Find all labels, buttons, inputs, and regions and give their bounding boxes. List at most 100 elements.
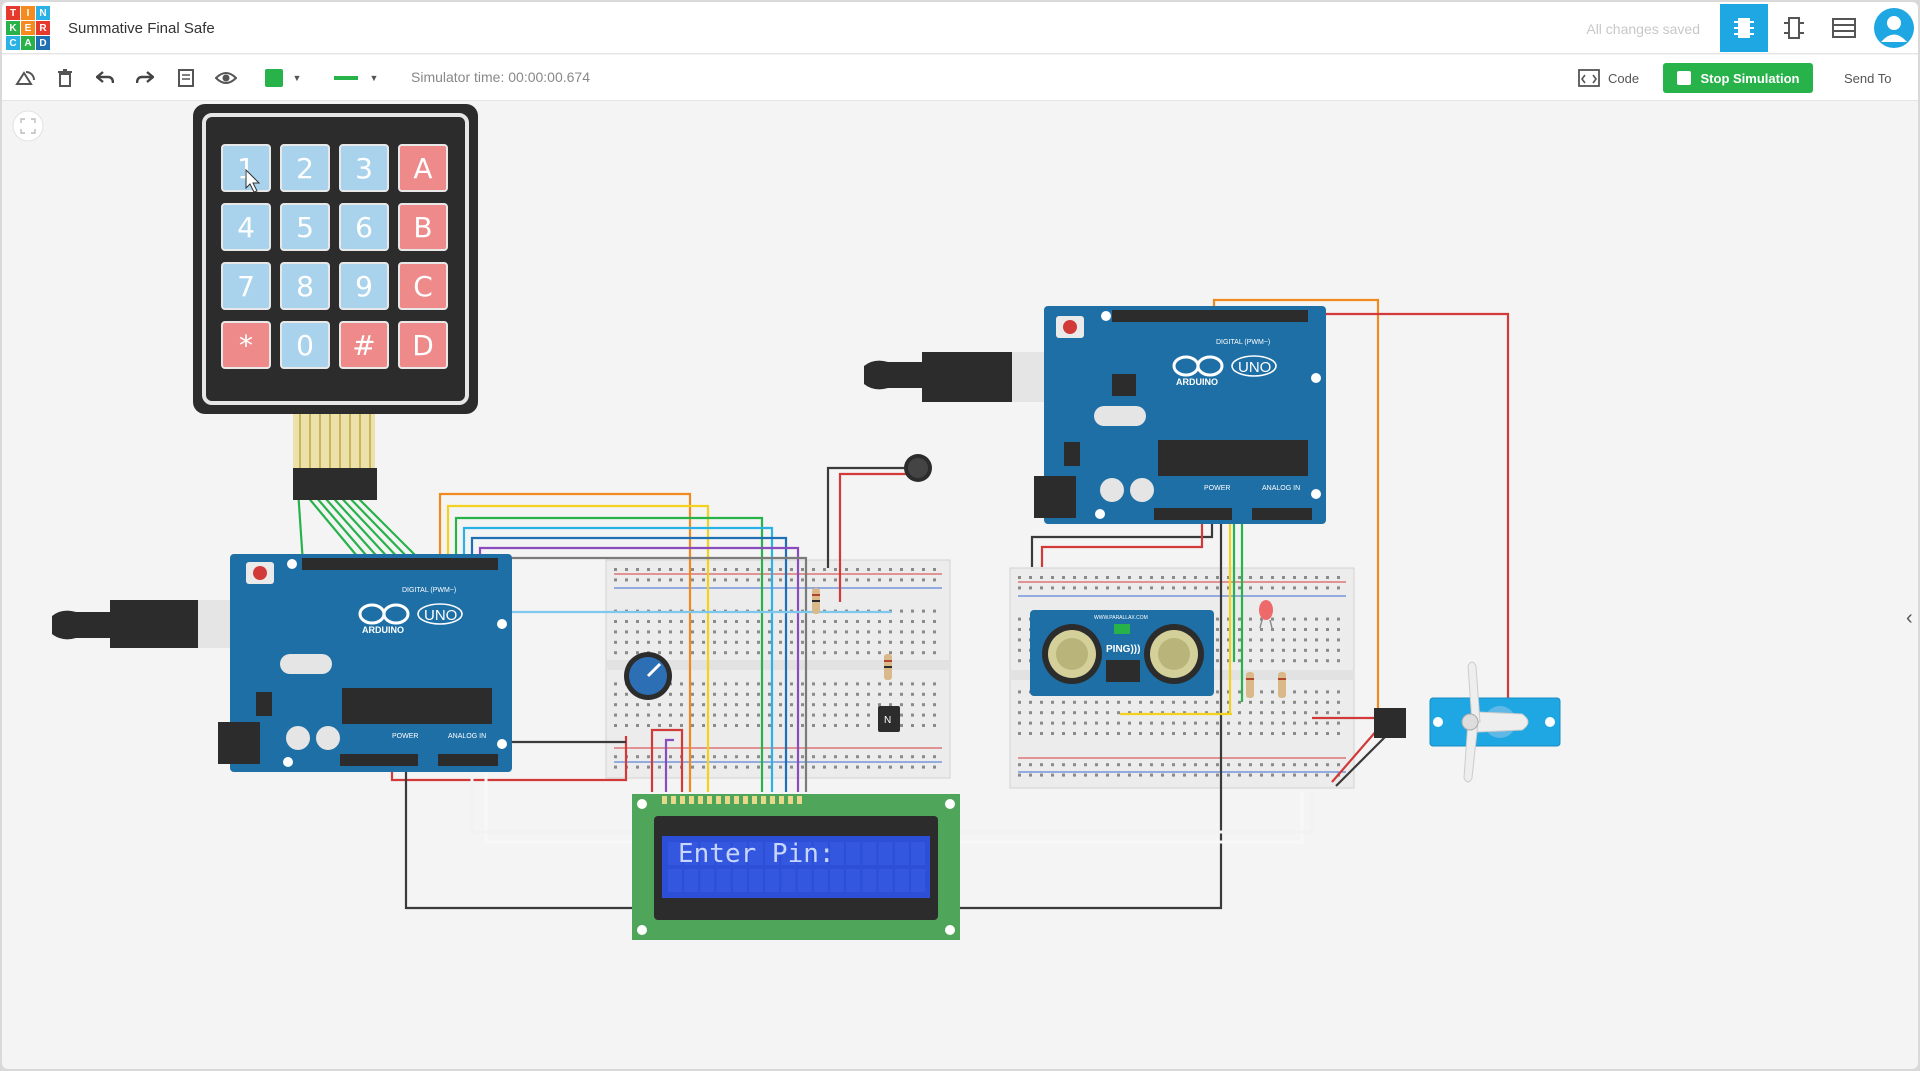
resistor-4[interactable] [1278, 672, 1286, 698]
save-status: All changes saved [1586, 21, 1700, 37]
avatar-icon [1874, 8, 1914, 48]
fill-color-picker[interactable]: ▼ [258, 65, 308, 91]
toolbar: ▼ ▼ Simulator time: 00:00:00.674 Code St… [2, 55, 1918, 101]
trash-icon [58, 69, 72, 87]
send-to-button[interactable]: Send To [1844, 71, 1892, 86]
user-avatar[interactable] [1870, 4, 1918, 52]
logo-tile: D [36, 36, 50, 50]
keypad-key-label: 6 [355, 211, 373, 244]
lcd-text: Enter Pin: [678, 839, 835, 869]
stop-simulation-label: Stop Simulation [1700, 70, 1800, 86]
resistor-2[interactable] [884, 654, 892, 680]
redo-button[interactable] [132, 65, 158, 91]
keypad-key-label: 8 [296, 270, 314, 303]
resistor-3[interactable] [1246, 672, 1254, 698]
microphone[interactable] [904, 454, 932, 482]
rotate-icon [15, 71, 35, 85]
chevron-down-icon: ▼ [292, 73, 302, 83]
keypad-key-0[interactable]: 0 [280, 321, 330, 369]
arduino-uno-right[interactable]: ARDUINO UNO DIGITAL (PWM~) POWER ANALOG … [864, 306, 1326, 524]
schematic-view-button[interactable] [1770, 4, 1818, 52]
keypad-key-label: D [412, 329, 434, 362]
logo-tile: E [21, 21, 35, 35]
logo-tile: C [6, 36, 20, 50]
lcd-display[interactable]: Enter Pin: [632, 794, 960, 940]
keypad-key-2[interactable]: 2 [280, 144, 330, 192]
list-icon [1832, 18, 1856, 38]
keypad-key-6[interactable]: 6 [339, 203, 389, 251]
keypad-key-D[interactable]: D [398, 321, 448, 369]
keypad-key-label: A [413, 152, 432, 185]
visibility-button[interactable] [213, 65, 239, 91]
keypad-key-label: 4 [237, 211, 255, 244]
keypad-key-9[interactable]: 9 [339, 262, 389, 310]
chevron-down-icon: ▼ [369, 73, 379, 83]
arduino-digital-label: DIGITAL (PWM~) [402, 587, 456, 594]
keypad-key-4[interactable]: 4 [221, 203, 271, 251]
schematic-icon [1784, 17, 1804, 39]
code-button[interactable]: Code [1578, 65, 1639, 91]
keypad-key-star[interactable]: * [221, 321, 271, 369]
keypad-key-8[interactable]: 8 [280, 262, 330, 310]
fit-view-button[interactable] [12, 110, 44, 142]
keypad-key-A[interactable]: A [398, 144, 448, 192]
circuit-view-button[interactable] [1720, 4, 1768, 52]
arduino-uno-left[interactable]: ARDUINO UNO DIGITAL (PWM~) POWER ANALOG … [52, 554, 512, 772]
project-title[interactable]: Summative Final Safe [68, 20, 215, 37]
stop-simulation-button[interactable]: Stop Simulation [1663, 63, 1813, 93]
arduino-model-label: UNO [424, 607, 457, 624]
panel-toggle-icon[interactable]: ‹ [1906, 607, 1913, 629]
resistor-1[interactable] [812, 588, 820, 614]
delete-button[interactable] [52, 65, 78, 91]
undo-button[interactable] [92, 65, 118, 91]
code-label: Code [1608, 70, 1640, 86]
logo-tile: I [21, 6, 35, 20]
keypad-key-label: 5 [296, 211, 314, 244]
sensor-url-label: WWW.PARALLAX.COM [1094, 615, 1148, 621]
simulator-time: Simulator time: 00:00:00.674 [411, 69, 590, 85]
ultrasonic-sensor[interactable]: PING))) WWW.PARALLAX.COM [1030, 610, 1214, 696]
keypad-key-label: C [413, 270, 433, 303]
undo-icon [96, 71, 114, 84]
stop-icon [1676, 71, 1691, 85]
keypad-key-1[interactable]: 1 [221, 144, 271, 192]
keypad-key-B[interactable]: B [398, 203, 448, 251]
led[interactable] [1259, 600, 1273, 629]
logo-tile: R [36, 21, 50, 35]
redo-icon [136, 71, 154, 84]
code-icon [1578, 69, 1600, 87]
keypad-key-label: # [352, 329, 375, 362]
keypad-key-7[interactable]: 7 [221, 262, 271, 310]
transistor-label: N [884, 715, 891, 726]
fullscreen-icon [20, 118, 36, 134]
keypad-key-3[interactable]: 3 [339, 144, 389, 192]
component-list-button[interactable] [1820, 4, 1868, 52]
rotate-button[interactable] [12, 65, 38, 91]
logo-tile: N [36, 6, 50, 20]
arduino-analog-label: ANALOG IN [1262, 485, 1300, 492]
notes-button[interactable] [173, 65, 199, 91]
chip-icon [1734, 18, 1754, 38]
keypad-key-label: 2 [296, 152, 314, 185]
arduino-brand-label: ARDUINO [1176, 377, 1218, 387]
wire-color-picker[interactable]: ▼ [328, 65, 384, 91]
keypad-key-label: B [413, 211, 432, 244]
potentiometer[interactable] [624, 652, 672, 700]
keypad-key-5[interactable]: 5 [280, 203, 330, 251]
servo-motor[interactable] [1374, 661, 1561, 783]
keypad-key-label: 0 [296, 329, 314, 362]
arduino-power-label: POWER [1204, 485, 1230, 492]
transistor[interactable]: N [878, 706, 900, 732]
arduino-digital-label: DIGITAL (PWM~) [1216, 339, 1270, 346]
keypad-key-label: * [239, 329, 253, 362]
sensor-label: PING))) [1106, 644, 1140, 655]
wire-color-swatch [333, 76, 358, 80]
keypad-key-hash[interactable]: # [339, 321, 389, 369]
keypad-key-label: 7 [237, 270, 255, 303]
keypad-key-C[interactable]: C [398, 262, 448, 310]
